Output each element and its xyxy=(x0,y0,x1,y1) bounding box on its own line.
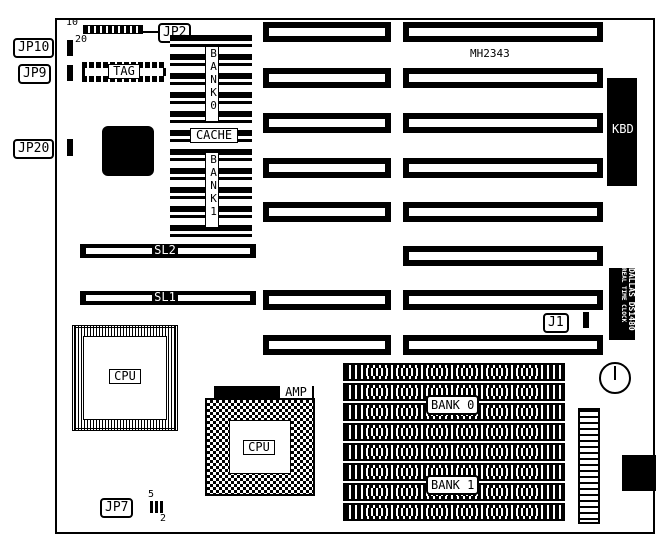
j1-label: J1 xyxy=(543,313,569,333)
cache-bank0-label: BANK0 xyxy=(205,46,220,122)
j1-jumper xyxy=(583,312,589,328)
isa-slot-left-2 xyxy=(263,68,391,88)
isa-slot-right-8 xyxy=(403,335,603,355)
sl1-slot: SL1 xyxy=(80,291,256,305)
tag-sram: TAG xyxy=(82,62,166,82)
isa-slot-right-6 xyxy=(403,246,603,266)
chipset xyxy=(102,126,154,176)
jp9-jumper xyxy=(67,65,73,81)
isa-slot-left-7 xyxy=(263,335,391,355)
keyboard-connector: KBD xyxy=(607,78,637,186)
cpu-socket: CPU xyxy=(205,398,315,496)
cache-bank1-label: BANK1 xyxy=(205,152,220,228)
cpu-pqfp-label: CPU xyxy=(109,369,141,384)
sl2-slot: SL2 xyxy=(80,244,256,258)
jp2-header xyxy=(83,25,143,34)
cpu-pqfp: CPU xyxy=(72,325,178,431)
leader-line xyxy=(143,31,158,33)
battery xyxy=(599,362,631,394)
simm-socket-5 xyxy=(343,443,565,461)
jp7-pin-label-5: 5 xyxy=(148,489,155,500)
jp2-pin-label-10: 10 xyxy=(66,17,79,28)
isa-slot-right-7 xyxy=(403,290,603,310)
keyboard-label: KBD xyxy=(610,122,634,136)
isa-slot-right-4 xyxy=(403,158,603,178)
isa-slot-left-6 xyxy=(263,290,391,310)
jp7-pin-label-2: 2 xyxy=(160,513,167,524)
cache-bank1-text: BANK1 xyxy=(207,153,220,218)
jp7-jumper xyxy=(150,501,164,513)
simm-socket-8 xyxy=(343,503,565,521)
floppy-connector xyxy=(578,408,600,524)
sl2-label: SL2 xyxy=(152,244,178,257)
memory-bank0-label: BANK 0 xyxy=(426,395,480,415)
jp9-label: JP9 xyxy=(18,64,52,84)
board-model: MH2343 xyxy=(470,47,510,60)
isa-slot-right-3 xyxy=(403,113,603,133)
jp2-pin-label-20: 20 xyxy=(75,34,88,45)
isa-slot-left-3 xyxy=(263,113,391,133)
isa-slot-right-2 xyxy=(403,68,603,88)
cache-bank0-text: BANK0 xyxy=(207,47,220,112)
simm-socket-1 xyxy=(343,363,565,381)
isa-slot-left-5 xyxy=(263,202,391,222)
power-connector xyxy=(622,455,656,491)
jp7-label: JP7 xyxy=(100,498,134,518)
rtc-brand: DALLAS xyxy=(627,268,636,297)
isa-slot-right-5 xyxy=(403,202,603,222)
jp20-jumper xyxy=(67,139,73,156)
motherboard-outline xyxy=(55,18,655,534)
sl1-label: SL1 xyxy=(152,291,178,304)
amp-label: AMP xyxy=(280,386,312,399)
rtc-part: DS1480 xyxy=(627,301,636,331)
rtc-desc: REAL TIME CLOCK xyxy=(620,268,627,323)
isa-slot-right-1 xyxy=(403,22,603,42)
jp10-jumper xyxy=(67,40,73,56)
jp10-label: JP10 xyxy=(13,38,55,58)
cpu-socket-label: CPU xyxy=(243,440,275,455)
isa-slot-left-1 xyxy=(263,22,391,42)
amp-bar: AMP xyxy=(214,386,314,399)
jp20-label: JP20 xyxy=(13,139,55,159)
rtc-chip: DALLAS DS1480 REAL TIME CLOCK xyxy=(609,268,636,340)
memory-bank1-label: BANK 1 xyxy=(426,475,480,495)
tag-label: TAG xyxy=(108,64,140,79)
cache-label: CACHE xyxy=(190,128,238,143)
isa-slot-left-4 xyxy=(263,158,391,178)
simm-socket-4 xyxy=(343,423,565,441)
